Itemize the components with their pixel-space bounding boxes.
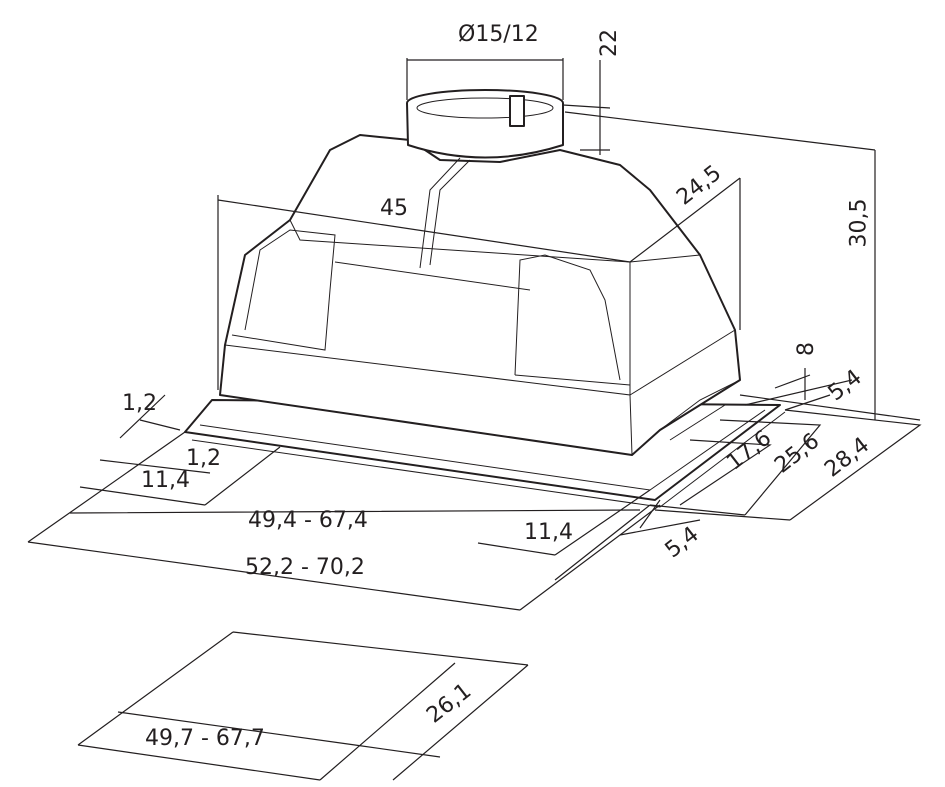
total-height-label: 30,5 <box>846 198 872 248</box>
duct-diameter-label: Ø15/12 <box>458 22 539 47</box>
side-right-label: 11,4 <box>524 520 573 545</box>
duct-height-label: 22 <box>597 29 622 57</box>
cutout-width-label: 49,7 - 67,7 <box>145 726 265 751</box>
duct-collar <box>406 89 564 159</box>
hood-body <box>219 134 741 456</box>
side-gap-2-label: 1,2 <box>186 446 221 471</box>
dimension-lines <box>27 58 922 611</box>
width-inner-label: 49,4 - 67,4 <box>248 508 368 533</box>
cutout-outline <box>77 631 529 781</box>
body-width-label: 45 <box>380 196 408 221</box>
side-gap-1-label: 1,2 <box>122 391 157 416</box>
side-left-label: 11,4 <box>141 468 190 493</box>
plate-height-label: 8 <box>794 342 819 356</box>
width-total-label: 52,2 - 70,2 <box>245 555 365 580</box>
